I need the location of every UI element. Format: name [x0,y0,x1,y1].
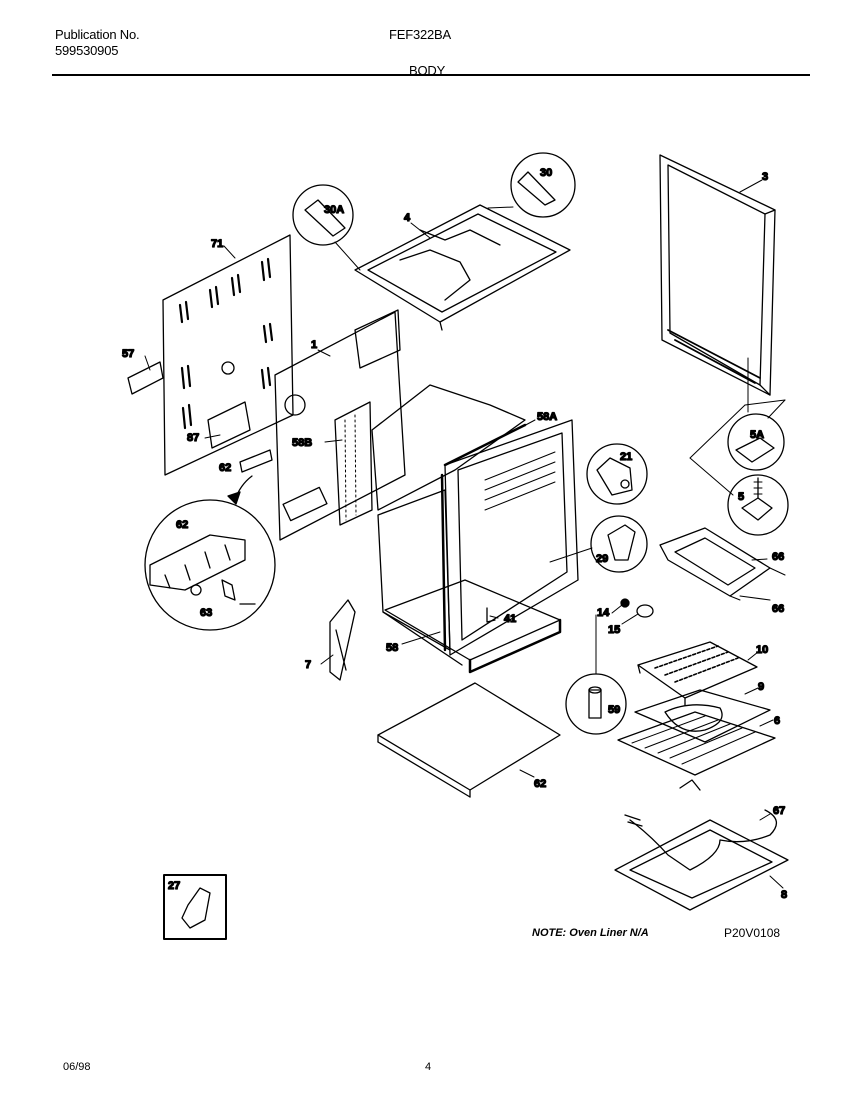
detail-circle-62-63 [144,499,276,631]
back-panel-part [162,234,294,476]
top-panel-part [354,204,571,331]
broiler-grid-10-part [637,641,758,706]
part-label-63: 63 [200,607,212,619]
part-label-15: 15 [608,624,620,636]
part-label-5: 5 [738,491,744,503]
detail-circle-30 [487,152,576,218]
detail-circle-59 [565,614,627,735]
detail-circle-21 [586,443,648,505]
part-14-part [620,598,630,608]
oven-body-part [371,384,579,666]
inset-27-box [163,874,227,940]
detail-circle-5a [689,399,786,496]
part-label-27: 27 [168,880,180,892]
part-label-62-side: 62 [219,462,231,474]
oven-rack-6-part [617,711,776,791]
part-41-part [486,607,496,623]
model-number: FEF322BA [389,27,451,42]
door-frame-part [659,154,776,413]
part-label-3: 3 [762,171,768,183]
bake-element-66-part [659,527,786,601]
part-label-66-bottom: 66 [772,603,784,615]
part-label-30a: 30A [324,204,344,216]
lamp-15-part [636,604,654,618]
callout-arrowhead [227,491,241,505]
part-label-57: 57 [122,348,134,360]
leader-lines [144,179,784,889]
part-label-9: 9 [758,681,764,693]
part-label-41: 41 [504,613,516,625]
part-label-58b: 58B [292,437,312,449]
bottom-panel-part [377,682,561,798]
part-label-7: 7 [305,659,311,671]
part-label-67: 67 [773,805,785,817]
part-label-1: 1 [311,339,317,351]
part-label-10: 10 [756,644,768,656]
part-label-59: 59 [608,704,620,716]
part-label-14: 14 [597,607,610,619]
part-label-30: 30 [540,167,552,179]
part-label-58a: 58A [537,411,557,423]
part-label-29: 29 [596,553,608,565]
part-label-58: 58 [386,642,398,654]
hinge-7-part [329,599,356,681]
oven-liner-note: NOTE: Oven Liner N/A [532,927,649,939]
part-label-21: 21 [620,451,632,463]
publication-label: Publication No. [55,27,140,42]
detail-circle-5 [727,474,789,536]
part-label-6: 6 [774,715,780,727]
part-label-8: 8 [781,889,787,901]
part-label-87: 87 [187,432,199,444]
part-label-71: 71 [211,238,223,250]
terminal-block-62-part [239,449,273,473]
header-rule [52,74,810,76]
bottom-box-58-part [384,579,562,674]
bracket-57-part [127,361,164,395]
oven-bottom-8-part [614,819,789,911]
part-label-5a: 5A [750,429,764,441]
part-label-4: 4 [404,212,411,224]
detail-circle-29 [549,515,648,573]
footer-date: 06/98 [63,1061,91,1073]
drawing-code: P20V0108 [724,926,781,940]
part-label-66-top: 66 [772,551,784,563]
part-label-82: 62 [534,778,546,790]
broil-element-67-part [624,809,777,871]
side-panel-part [274,309,406,541]
publication-number: 599530905 [55,43,119,58]
detail-circle-30a [292,184,361,271]
page-number: 4 [425,1061,432,1073]
part-label-62-detail: 62 [176,519,188,531]
